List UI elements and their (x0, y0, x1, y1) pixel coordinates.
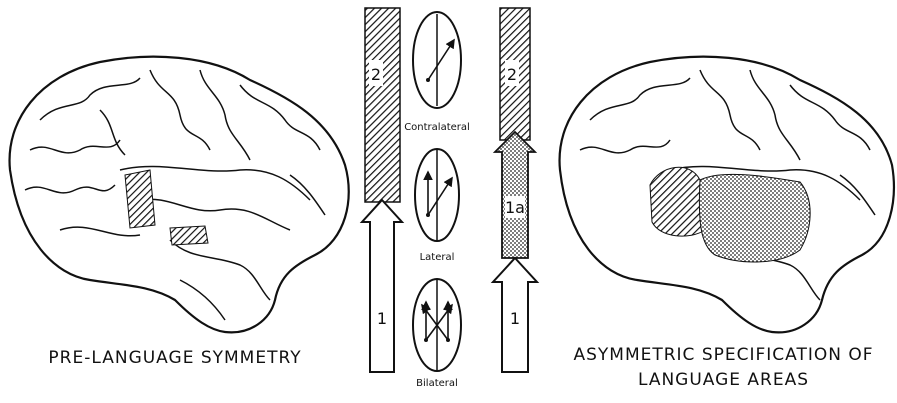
left-brain-illustration (10, 57, 349, 333)
right-column-middle-arrow (495, 132, 535, 258)
lateral-label: Lateral (392, 252, 482, 263)
contralateral-brain-icon (413, 12, 461, 108)
right-caption-line2: LANGUAGE AREAS (550, 370, 897, 390)
right-column-lower-label: 1 (510, 309, 520, 328)
right-brain-illustration (560, 57, 894, 333)
right-column-upper-label: 2 (507, 65, 517, 84)
lateral-brain-icon (415, 149, 459, 241)
left-column: 2 1 (362, 8, 402, 372)
left-column-upper-label: 2 (371, 65, 381, 84)
right-column: 2 1a 1 (493, 8, 537, 372)
left-column-lower-arrow (362, 200, 402, 372)
right-column-middle-label: 1a (505, 198, 525, 217)
left-caption: PRE-LANGUAGE SYMMETRY (0, 348, 350, 368)
left-column-upper-bar (365, 8, 400, 202)
right-caption-line1: ASYMMETRIC SPECIFICATION OF (550, 345, 897, 365)
contralateral-label: Contralateral (392, 122, 482, 133)
bilateral-label: Bilateral (392, 378, 482, 389)
bilateral-brain-icon (413, 279, 461, 371)
left-column-lower-label: 1 (377, 309, 387, 328)
